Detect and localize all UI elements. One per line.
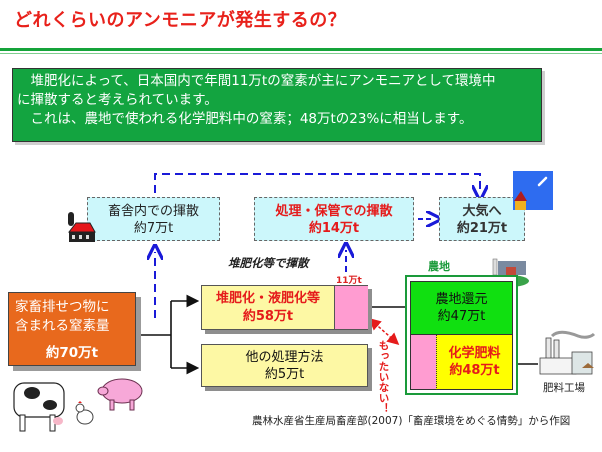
atmosphere-box: 大気へ 約21万t bbox=[439, 197, 525, 241]
atmosphere-amount: 約21万t bbox=[456, 221, 508, 236]
other-method-label: 他の処理方法 bbox=[245, 350, 324, 365]
farm-return-box: 農地還元 約47万t bbox=[410, 281, 513, 335]
source-citation: 農林水産省生産局畜産部(2007)「畜産環境をめぐる情勢」から作図 bbox=[252, 415, 571, 427]
manure-label-2: 含まれる窒素量 bbox=[15, 318, 110, 334]
farm-return-amount: 約47万t bbox=[437, 309, 486, 324]
compost-box: 堆肥化・液肥化等 約58万t bbox=[201, 285, 368, 330]
farm-return-label: 農地還元 bbox=[435, 292, 488, 307]
chemical-fertilizer-label: 化学肥料 bbox=[448, 346, 501, 361]
chemical-fertilizer-amount: 約48万t bbox=[449, 363, 500, 378]
compost-emission-amount: 11万t bbox=[336, 276, 362, 286]
page-title: どれくらいのアンモニアが発生するの？ bbox=[14, 10, 347, 31]
barn-emission-amount: 約7万t bbox=[133, 221, 174, 236]
other-method-amount: 約5万t bbox=[264, 367, 305, 382]
compost-label: 堆肥化・液肥化等 bbox=[215, 291, 320, 306]
pig-icon bbox=[97, 378, 143, 411]
branch-line bbox=[136, 301, 172, 368]
chicken-icon bbox=[75, 401, 94, 425]
summary-line-3: これは、農地で使われる化学肥料中の窒素；48万tの23%に相当します。 bbox=[17, 111, 473, 127]
compost-amount: 約58万t bbox=[242, 309, 294, 324]
compost-text: 堆肥化・液肥化等 約58万t bbox=[202, 286, 334, 329]
storage-emission-label: 処理・保管での揮散 bbox=[275, 204, 393, 219]
mottainai-label: もったいない！ bbox=[376, 340, 390, 417]
manure-label-1: 家畜排せつ物に bbox=[15, 299, 110, 315]
farmland-label: 農地 bbox=[428, 260, 450, 273]
factory-icon bbox=[538, 330, 596, 376]
compost-emission-fraction bbox=[334, 286, 368, 329]
summary-line-1: 堆肥化によって、日本国内で年間11万tの窒素が主にアンモニアとして環境中 bbox=[17, 73, 496, 89]
manure-nitrogen-box: 家畜排せつ物に 含まれる窒素量 約70万t bbox=[8, 292, 136, 366]
summary-box: 堆肥化によって、日本国内で年間11万tの窒素が主にアンモニアとして環境中 に揮散… bbox=[12, 68, 542, 142]
compost-emission-label: 堆肥化等で揮散 bbox=[228, 256, 309, 270]
barn-icon bbox=[66, 212, 96, 244]
factory-label: 肥料工場 bbox=[543, 382, 585, 394]
manure-amount: 約70万t bbox=[45, 345, 99, 361]
chemical-fertilizer-box: 化学肥料 約48万t bbox=[436, 334, 513, 390]
replaceable-fertilizer-fraction bbox=[410, 334, 437, 390]
house-smoke-icon bbox=[513, 171, 553, 210]
title-divider-thin bbox=[0, 53, 602, 54]
storage-emission-box: 処理・保管での揮散 約14万t bbox=[254, 197, 414, 241]
summary-line-2: に揮散すると考えられています。 bbox=[17, 92, 218, 108]
dashed-loop-arrow bbox=[154, 173, 480, 193]
storage-emission-amount: 約14万t bbox=[308, 221, 360, 236]
barn-emission-label: 畜舎内での揮散 bbox=[107, 204, 199, 219]
mottainai-text: もったいない！ bbox=[377, 340, 390, 414]
atmosphere-label: 大気へ bbox=[462, 204, 502, 219]
barn-emission-box: 畜舎内での揮散 約7万t bbox=[87, 197, 220, 241]
cow-icon bbox=[13, 382, 65, 432]
title-divider bbox=[0, 48, 602, 51]
livestock-illustration bbox=[10, 375, 145, 435]
other-method-box: 他の処理方法 約5万t bbox=[201, 344, 368, 387]
